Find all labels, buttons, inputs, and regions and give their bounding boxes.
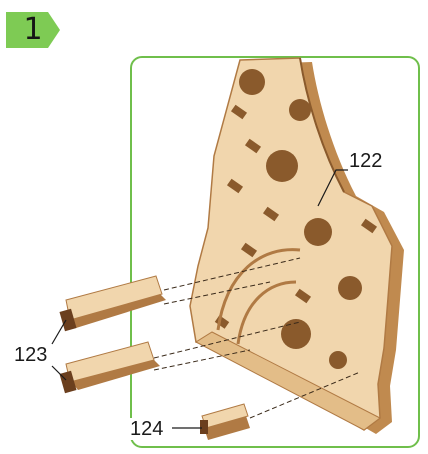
cutout-circle bbox=[304, 218, 332, 246]
cutout-circle bbox=[289, 99, 311, 121]
callout-123: 123 bbox=[14, 344, 47, 366]
long-peg-upper bbox=[59, 276, 166, 331]
cutout-circle bbox=[266, 150, 298, 182]
cutout-circle bbox=[239, 69, 265, 95]
cutout-circle bbox=[338, 276, 362, 300]
block-end-grain bbox=[200, 420, 208, 434]
leader-123-upper bbox=[52, 320, 66, 344]
long-peg-lower bbox=[59, 342, 160, 393]
cutout-circle bbox=[329, 351, 347, 369]
callout-124: 124 bbox=[130, 418, 163, 440]
small-block bbox=[200, 404, 250, 440]
callout-122: 122 bbox=[349, 150, 382, 172]
